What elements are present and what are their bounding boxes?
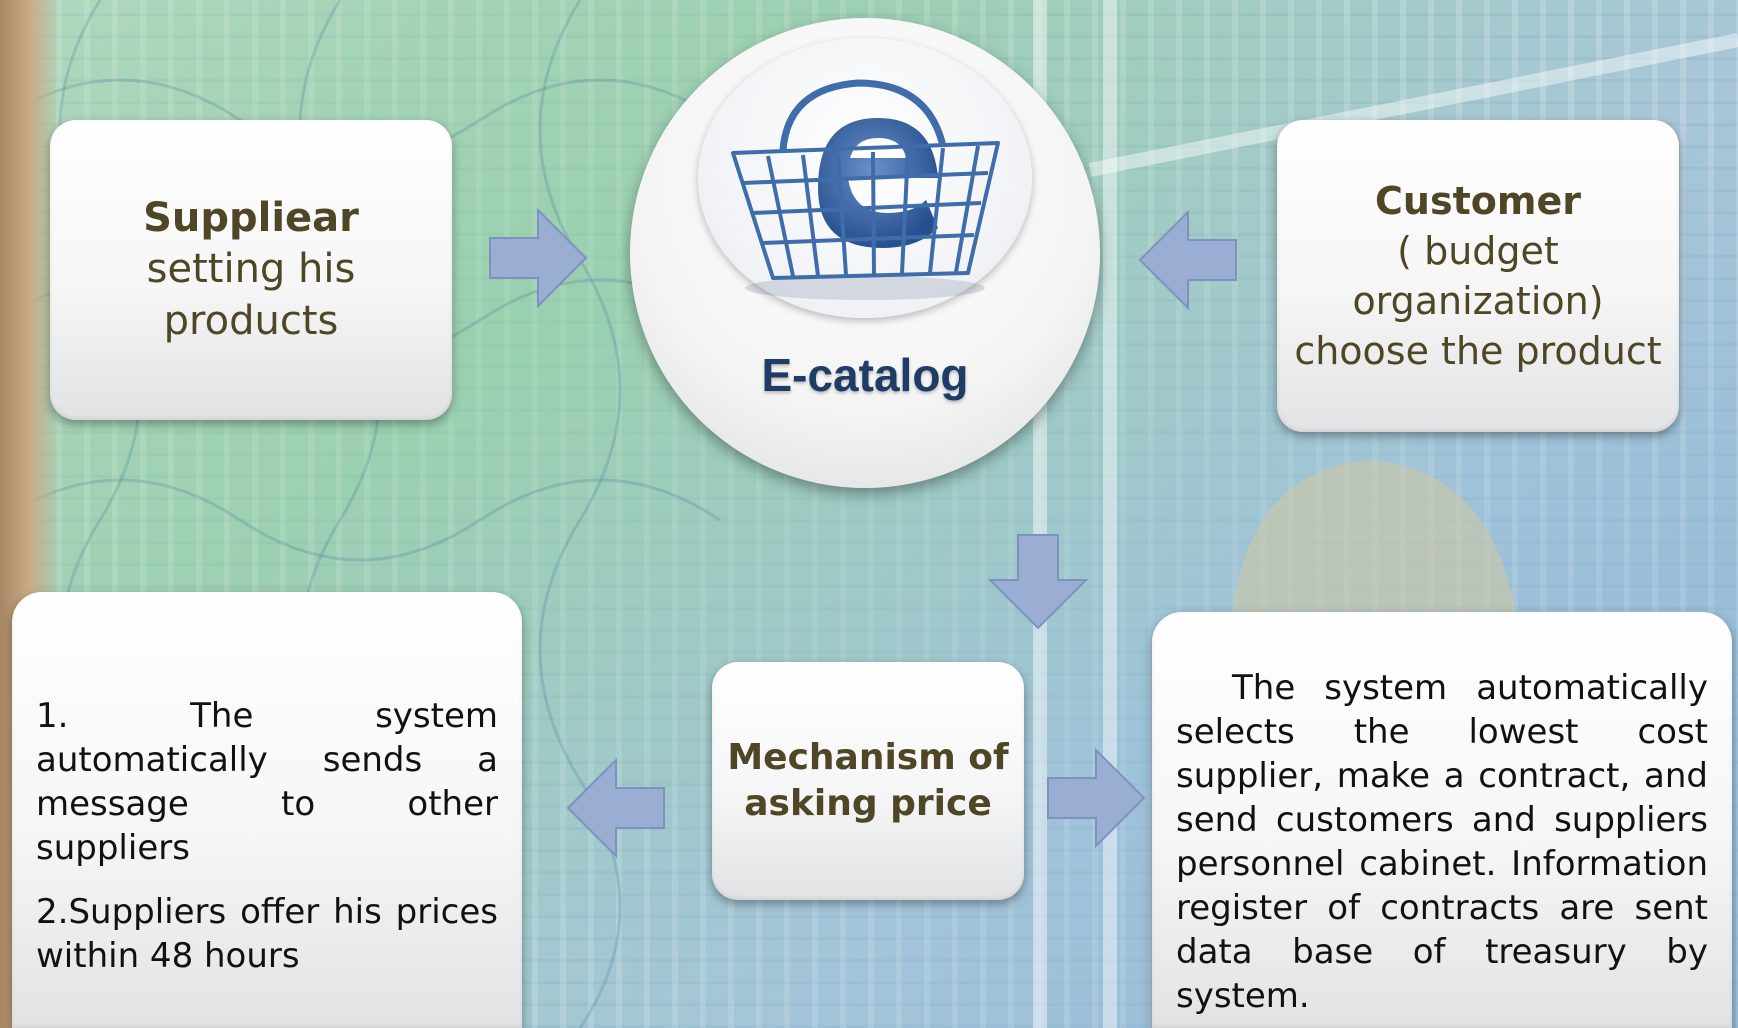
arrow-right-mechanism-to-system-icon [1047,747,1146,849]
ecatalog-inner-circle [698,38,1032,318]
supplier-title: Suppliear [143,195,359,241]
left-info-paragraph-2: 2.Suppliers offer his prices within 48 h… [36,892,498,976]
customer-box: Customer ( budget organization) choose t… [1277,120,1679,432]
arrow-left-customer-to-catalog-icon [1138,209,1237,311]
ecatalog-circle: E-catalog [630,18,1100,488]
arrow-right-supplier-to-catalog-icon [489,207,588,309]
supplier-line-2: products [163,298,339,344]
arrow-left-mechanism-to-suppliers-icon [566,757,665,859]
mechanism-box: Mechanism of asking price [712,662,1024,900]
supplier-line-1: setting his [146,246,356,292]
shopping-basket-icon [731,79,1000,300]
right-info-box: The system automatically selects the low… [1152,612,1732,1028]
left-info-box: 1. The system automatically sends a mess… [12,592,522,1028]
mechanism-line-2: asking price [744,783,992,824]
left-info-paragraph-1: 1. The system automatically sends a mess… [36,696,498,868]
ecatalog-title: E-catalog [761,349,969,401]
customer-title: Customer [1375,179,1581,223]
customer-line-3: choose the product [1294,329,1662,373]
mechanism-line-1: Mechanism of [727,737,1009,778]
right-info-paragraph: The system automatically selects the low… [1176,668,1708,1016]
supplier-box: Suppliear setting his products [50,120,452,420]
customer-line-2: organization) [1352,279,1604,323]
arrow-down-to-mechanism-icon [987,534,1089,630]
customer-line-1: ( budget [1397,229,1559,273]
